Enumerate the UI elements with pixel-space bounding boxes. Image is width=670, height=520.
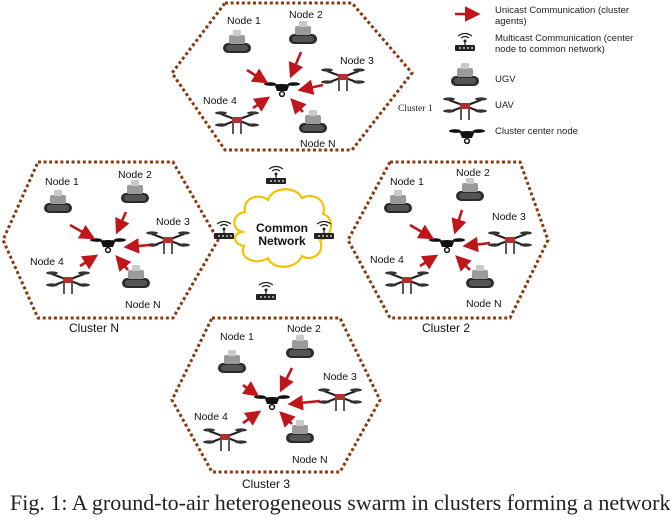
ugv-icon	[218, 350, 246, 373]
cluster-1-border	[170, 1, 414, 152]
unicast-arrow	[455, 255, 472, 272]
node-label: Node N	[466, 298, 502, 310]
node-label: Node 4	[370, 254, 404, 266]
ugv-icon	[286, 335, 314, 358]
unicast-arrow	[252, 96, 271, 112]
figure-caption: Fig. 1: A ground-to-air heterogeneous sw…	[10, 490, 670, 515]
node-label: Node 4	[30, 256, 64, 268]
unicast-arrow	[246, 68, 269, 84]
node-label: Node 3	[323, 371, 357, 383]
cluster-center-node-icon	[253, 394, 291, 411]
unicast-arrow	[409, 223, 435, 240]
router-icon	[255, 281, 277, 301]
unicast-arrow	[290, 98, 307, 115]
ugv-icon	[223, 30, 251, 53]
network-line-2: Network	[258, 234, 306, 249]
unicast-arrow	[123, 238, 151, 254]
unicast-arrow	[462, 236, 491, 253]
cluster-label: Cluster 3	[242, 477, 291, 491]
unicast-arrow	[79, 254, 99, 270]
legend-center-node-icon	[448, 128, 486, 145]
node-label: Node 2	[456, 167, 490, 179]
unicast-arrow	[115, 211, 130, 235]
common-network-label: Common Network	[250, 221, 314, 249]
node-label: Node 4	[194, 411, 228, 423]
legend-ugv-text: UGV	[495, 74, 516, 85]
node-label: Node 1	[390, 176, 424, 188]
legend-multicast-text: Multicast Communication (center node to …	[495, 33, 634, 55]
cluster-center-node-icon	[89, 237, 127, 254]
cluster-2-border	[346, 160, 550, 320]
unicast-arrow	[242, 410, 262, 426]
common-network-cloud	[233, 188, 333, 268]
unicast-arrow	[115, 255, 132, 272]
node-label: Node 1	[45, 176, 79, 188]
node-label: Node 2	[287, 323, 321, 335]
legend-ugv-icon	[451, 63, 479, 86]
unicast-arrow	[69, 223, 96, 240]
node-label: Node 4	[203, 95, 237, 107]
unicast-arrow	[241, 381, 260, 397]
uav-icon	[213, 110, 261, 136]
ugv-icon	[299, 110, 327, 133]
architecture-diagram	[1, 1, 550, 474]
node-label: Node 2	[118, 169, 152, 181]
unicast-arrow	[287, 394, 321, 411]
cluster-label: Cluster N	[69, 321, 120, 335]
node-label: Node N	[125, 299, 161, 311]
uav-icon	[201, 427, 249, 453]
cluster-n-border	[1, 160, 220, 320]
node-label: Node 1	[227, 15, 261, 27]
ugv-icon	[289, 21, 317, 44]
node-label: Node 1	[220, 331, 254, 343]
uav-icon	[486, 230, 534, 256]
legend-uav-icon	[441, 96, 489, 122]
node-label: Node N	[292, 454, 328, 466]
ugv-icon	[456, 178, 484, 201]
unicast-arrow	[279, 367, 294, 393]
uav-icon	[44, 270, 92, 296]
router-icon	[213, 220, 235, 240]
node-label: Node N	[300, 138, 336, 150]
uav-icon	[319, 67, 367, 93]
unicast-arrow	[451, 209, 467, 235]
unicast-arrow	[288, 51, 304, 79]
cluster-center-node-icon	[263, 81, 301, 98]
legend-center-text: Cluster center node	[495, 126, 578, 137]
network-line-1: Common	[256, 221, 308, 235]
node-label: Node 3	[492, 211, 526, 223]
router-icon	[265, 165, 287, 185]
uav-icon	[383, 270, 431, 296]
node-label: Node 2	[289, 9, 323, 21]
node-label: Node 3	[340, 55, 374, 67]
legend-unicast-text: Unicast Communication (cluster agents)	[495, 5, 630, 27]
unicast-arrow	[279, 411, 296, 428]
cluster-label: Cluster 2	[422, 321, 471, 335]
cluster-3-border	[170, 316, 382, 474]
ugv-icon	[44, 190, 72, 213]
cluster-center-node-icon	[428, 237, 466, 254]
uav-icon	[316, 387, 364, 413]
unicast-arrow	[297, 79, 324, 95]
node-label: Node 3	[156, 216, 190, 228]
uav-icon	[144, 230, 192, 256]
legend-router-icon	[454, 32, 476, 52]
legend-uav-text: UAV	[495, 100, 514, 111]
unicast-arrow	[419, 254, 439, 270]
cluster-tag: Cluster 1	[398, 104, 433, 114]
ugv-icon	[384, 190, 412, 213]
ugv-icon	[121, 180, 149, 203]
